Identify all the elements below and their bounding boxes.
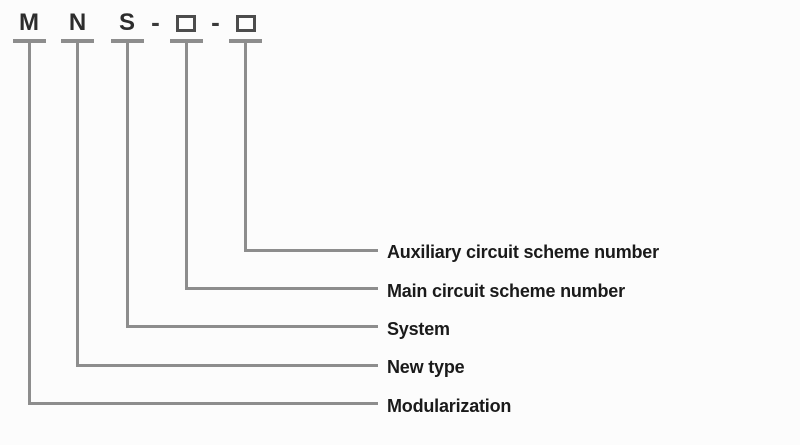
code-placeholder-box-2-icon: [235, 15, 256, 32]
tick-s: [110, 39, 144, 43]
tick-n: [61, 39, 94, 43]
drop-line-new-type: [76, 43, 79, 367]
label-modularization: Modularization: [387, 395, 512, 416]
code-dash-1: -: [151, 7, 160, 37]
code-letter-s: S: [118, 9, 135, 36]
code-dash-2: -: [211, 7, 220, 37]
code-placeholder-box-1-icon: [176, 15, 196, 32]
connector-new-type: [76, 363, 378, 367]
connector-modularization: [27, 402, 378, 405]
tick-m: [12, 39, 46, 43]
drop-line-system: [125, 43, 129, 328]
connector-auxiliary-circuit: [244, 248, 378, 252]
drop-line-auxiliary-circuit: [244, 43, 247, 252]
connector-system: [125, 325, 378, 328]
connector-main-circuit: [184, 287, 378, 290]
label-system: System: [387, 318, 450, 339]
code-letter-m: M: [19, 9, 39, 36]
code-letter-n: N: [68, 9, 87, 36]
drop-line-modularization: [27, 43, 31, 405]
tick-box-2: [229, 39, 262, 43]
label-auxiliary-circuit: Auxiliary circuit scheme number: [387, 242, 659, 262]
label-main-circuit: Main circuit scheme number: [387, 280, 625, 301]
tick-box-1: [169, 39, 203, 43]
label-new-type: New type: [387, 357, 465, 377]
drop-line-main-circuit: [184, 43, 188, 290]
